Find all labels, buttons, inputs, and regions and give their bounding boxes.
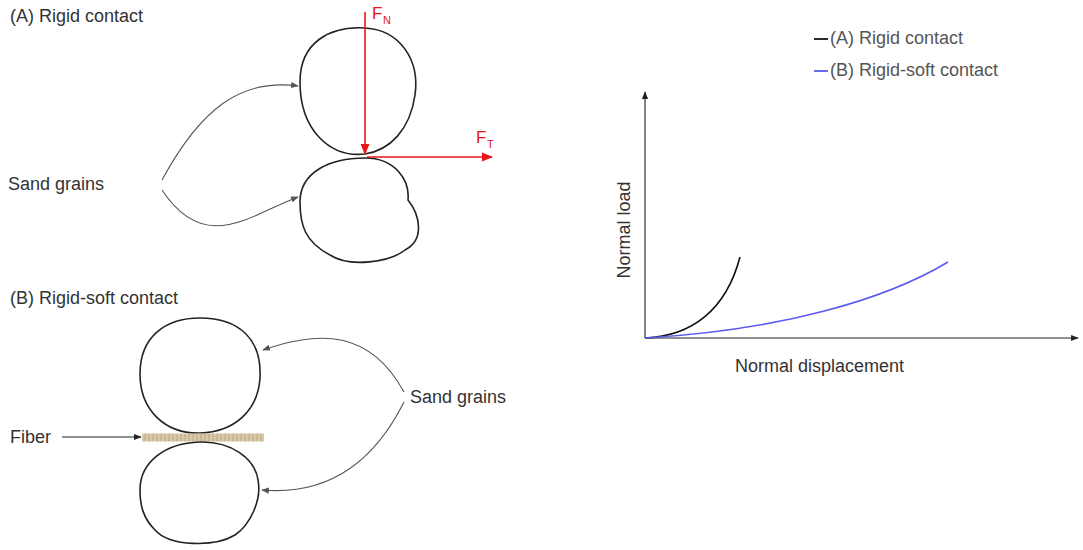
part-label: Sand grains bbox=[8, 174, 104, 195]
tangential-force-arrow bbox=[367, 156, 492, 158]
sand-grain bbox=[300, 28, 416, 155]
force-subscript: T bbox=[487, 138, 494, 151]
part-label: Sand grains bbox=[410, 387, 506, 408]
legend-line-sample bbox=[814, 69, 828, 73]
panel-title: (A) Rigid contact bbox=[10, 6, 143, 27]
x-axis bbox=[645, 337, 1078, 338]
sand-grain bbox=[300, 158, 419, 262]
legend-item: (A) Rigid contact bbox=[814, 28, 963, 49]
force-symbol: F bbox=[372, 4, 382, 24]
axis-title: Normal displacement bbox=[735, 356, 904, 377]
normal-force-arrow bbox=[364, 12, 366, 154]
legend-line-sample bbox=[814, 37, 828, 41]
leader-arrow bbox=[162, 190, 298, 226]
y-axis bbox=[644, 92, 645, 338]
leader-arrow bbox=[62, 436, 141, 437]
rigid-contact-curve bbox=[645, 257, 740, 338]
force-symbol: F bbox=[476, 128, 486, 148]
rigid-soft-contact-curve bbox=[645, 262, 948, 338]
sand-grain bbox=[140, 442, 259, 543]
legend-text: (B) Rigid-soft contact bbox=[830, 60, 998, 81]
leader-arrow bbox=[162, 85, 298, 180]
leader-arrow bbox=[262, 402, 404, 491]
force-subscript: N bbox=[383, 14, 391, 27]
part-label: Fiber bbox=[10, 427, 51, 448]
legend-text: (A) Rigid contact bbox=[830, 28, 963, 49]
fiber bbox=[142, 434, 264, 442]
legend-item: (B) Rigid-soft contact bbox=[814, 60, 998, 81]
leader-arrow bbox=[263, 338, 404, 392]
panel-title: (B) Rigid-soft contact bbox=[10, 288, 178, 309]
axis-title: Normal load bbox=[614, 181, 635, 278]
sand-grain bbox=[140, 318, 260, 433]
